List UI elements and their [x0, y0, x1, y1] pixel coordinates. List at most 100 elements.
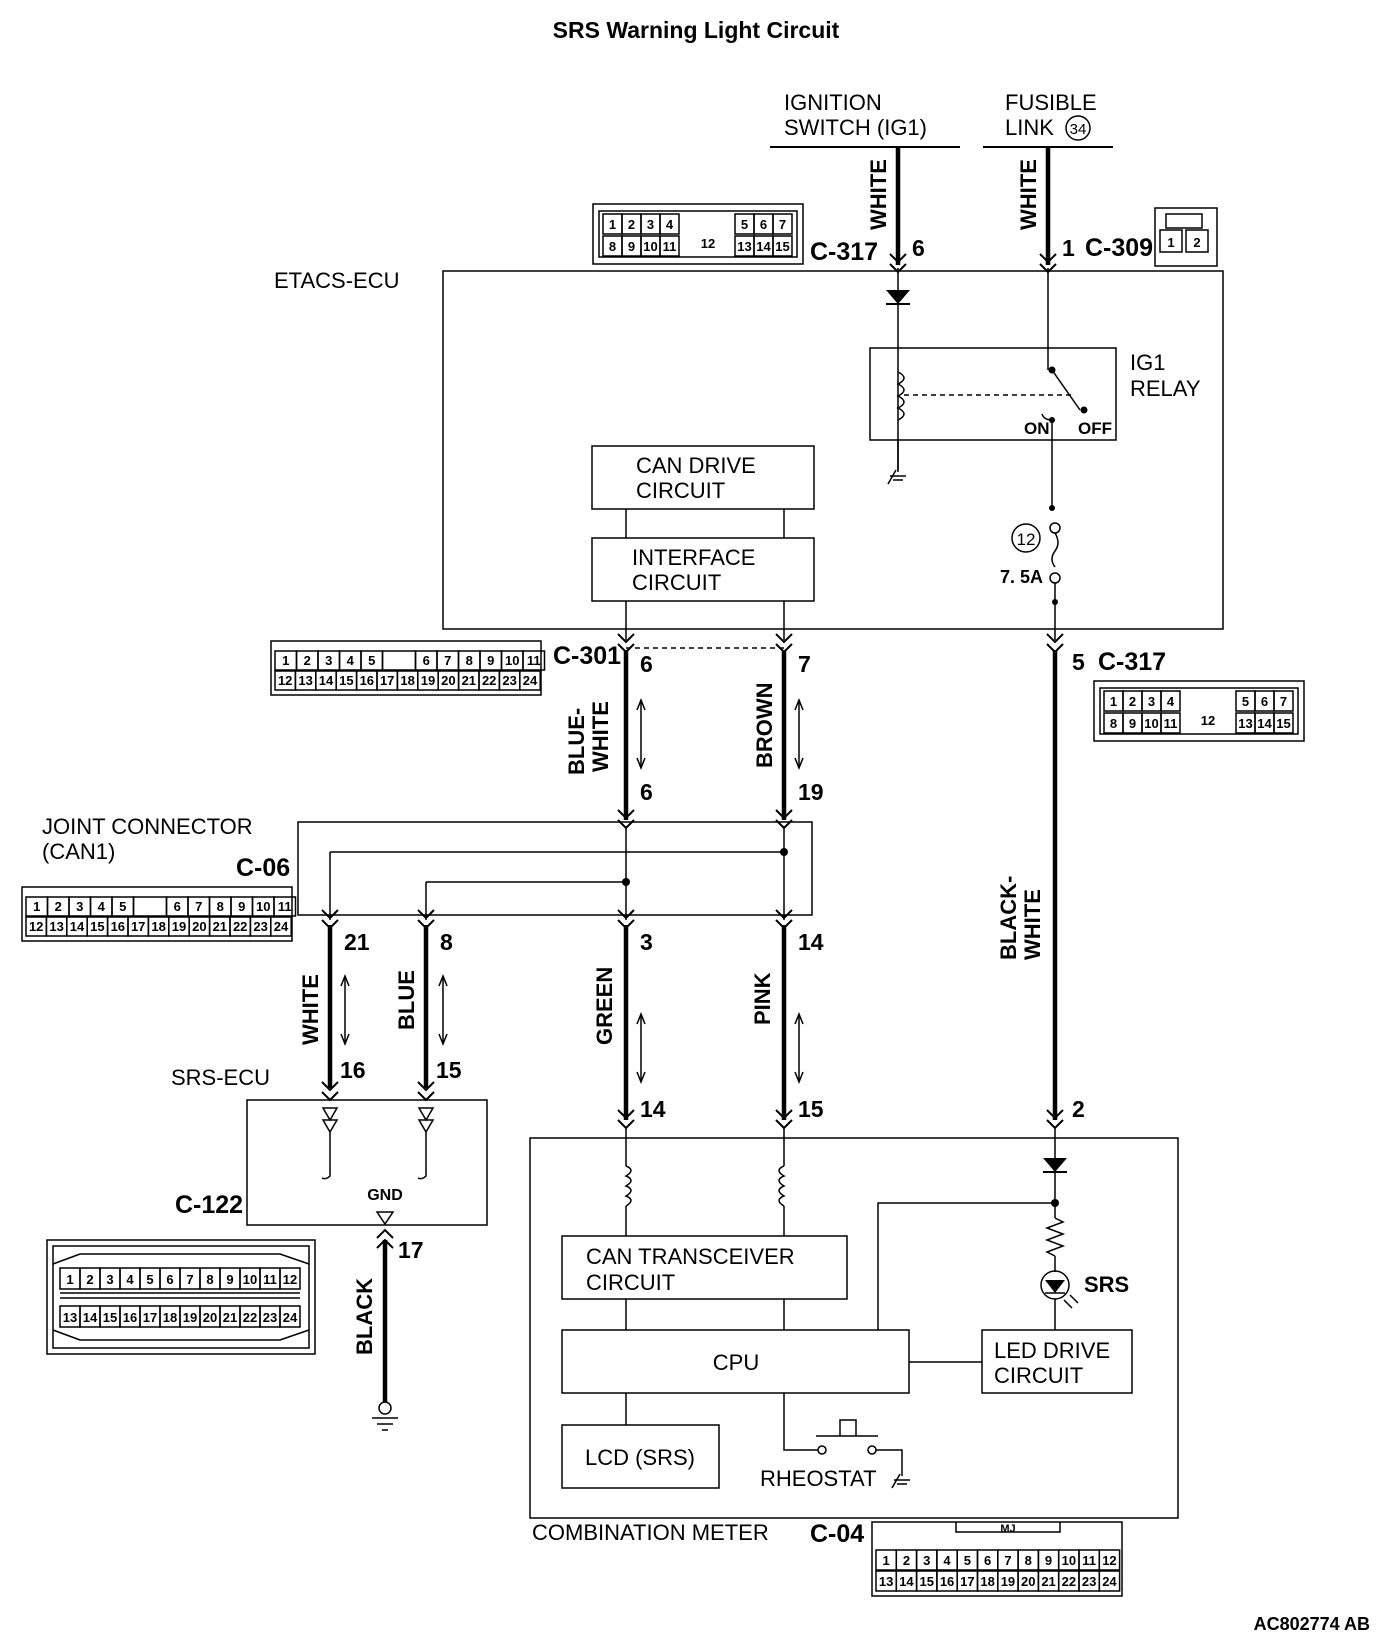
fusible-link-source: FUSIBLE LINK 34 — [983, 90, 1113, 148]
c122-cell-1: 1 — [66, 1272, 73, 1287]
pin-jc-in-a: 6 — [640, 779, 653, 805]
c04-cell-7: 7 — [1004, 1553, 1011, 1568]
c04-cell-16: 16 — [940, 1574, 954, 1589]
lcd-srs-label: LCD (SRS) — [585, 1445, 695, 1470]
fuse-number: 12 — [1017, 530, 1036, 549]
wire-color-green: GREEN — [592, 967, 617, 1045]
c04-cell-2: 2 — [903, 1553, 910, 1568]
c301-cell-6: 6 — [423, 653, 430, 668]
c06-cell-14: 14 — [70, 919, 85, 934]
pin-meter-2: 2 — [1072, 1096, 1085, 1122]
diode-ig — [886, 290, 910, 304]
c06-cell-box — [273, 896, 297, 917]
connector-c317-right-label: C-317 — [1098, 648, 1166, 676]
led-drive-label-1: LED DRIVE — [994, 1338, 1110, 1363]
c122-cell-11: 11 — [263, 1272, 277, 1287]
rheostat-label: RHEOSTAT — [760, 1466, 877, 1491]
diode-meter — [1043, 1158, 1067, 1172]
c122-cell-22: 22 — [243, 1310, 257, 1325]
c301-center-cell — [381, 650, 417, 671]
c06-cell-23: 23 — [253, 919, 267, 934]
ig1-relay-label-1: IG1 — [1130, 350, 1165, 375]
c06-cell-12: 12 — [29, 919, 43, 934]
wire-color-brown: BROWN — [752, 682, 777, 768]
srs-ecu-can-terminals — [321, 1107, 435, 1180]
pin-jc-out-21: 21 — [344, 929, 370, 955]
c301-cell-1: 1 — [282, 653, 289, 668]
c04-cell-12: 12 — [1102, 1553, 1116, 1568]
can-coils — [624, 1128, 786, 1236]
joint-connector-box — [297, 821, 813, 916]
c122-cell-17: 17 — [143, 1310, 157, 1325]
c04-cell-1: 1 — [883, 1553, 890, 1568]
interface-label-1: INTERFACE — [632, 545, 755, 570]
wire-color-black-white-1: BLACK- — [996, 876, 1021, 960]
c04-cell-11: 11 — [1082, 1553, 1096, 1568]
fuse-12: 12 7. 5A — [1000, 505, 1061, 587]
fusible-link-label-2: LINK — [1005, 115, 1054, 140]
c04-cell-14: 14 — [899, 1574, 914, 1589]
c06-cell-22: 22 — [233, 919, 247, 934]
pin-ig-in: 6 — [912, 235, 925, 261]
connector-c317-top-label: C-317 — [810, 238, 878, 266]
c04-cell-21: 21 — [1041, 1574, 1055, 1589]
fusible-link-number-circle — [1065, 115, 1091, 141]
ignition-switch-source: IGNITION SWITCH (IG1) — [770, 90, 960, 148]
can-drive-label-1: CAN DRIVE — [636, 453, 756, 478]
c06-cell-13: 13 — [49, 919, 63, 934]
c301-cell-box — [519, 670, 541, 691]
wire-color-black: BLACK — [352, 1278, 377, 1355]
c06-cell-1: 1 — [33, 899, 40, 914]
c317-top-cell-6: 6 — [760, 217, 767, 232]
c06-cell-11: 11 — [278, 899, 292, 914]
c317-right-cell-6: 6 — [1261, 694, 1268, 709]
etacs-ecu-box — [442, 270, 1224, 630]
relay-coil — [896, 371, 905, 421]
c317-right-cell-box — [1160, 690, 1181, 712]
pin-srs-16: 16 — [340, 1057, 366, 1083]
c317-right-cell-14: 14 — [1257, 716, 1272, 731]
can-drive-label-2: CIRCUIT — [636, 478, 725, 503]
etacs-ecu-label: ETACS-ECU — [274, 268, 400, 293]
c06-cell-18: 18 — [151, 919, 165, 934]
can-transceiver-label-2: CIRCUIT — [586, 1270, 675, 1295]
c317-right-cell-2: 2 — [1129, 694, 1136, 709]
led-drive-circuit: LED DRIVE CIRCUIT — [981, 1329, 1133, 1394]
c04-cell-15: 15 — [920, 1574, 934, 1589]
fusible-link-label-1: FUSIBLE — [1005, 90, 1097, 115]
c06-cell-4: 4 — [98, 899, 106, 914]
c317-top-center-label: 12 — [701, 236, 715, 251]
resistor — [1044, 1217, 1066, 1257]
c122-cell-12: 12 — [283, 1272, 297, 1287]
c301-cell-24: 24 — [523, 673, 538, 688]
figure-id: AC802774 AB — [1254, 1614, 1370, 1634]
c317-right-cell-3: 3 — [1148, 694, 1155, 709]
connector-c04-label: C-04 — [810, 1520, 864, 1548]
joint-connector-label-1: JOINT CONNECTOR — [42, 814, 253, 839]
c06-cell-21: 21 — [213, 919, 227, 934]
c301-cell-4: 4 — [347, 653, 355, 668]
c301-cell-7: 7 — [444, 653, 451, 668]
srs-led-icon — [1040, 1270, 1079, 1309]
c04-cell-3: 3 — [923, 1553, 930, 1568]
relay-on-label: ON — [1024, 419, 1050, 438]
c317-top-cell-9: 9 — [628, 239, 635, 254]
pin-meter-15: 15 — [798, 1096, 824, 1122]
c317-top-cell-box — [772, 213, 793, 235]
c301-cell-9: 9 — [487, 653, 494, 668]
c122-cell-9: 9 — [226, 1272, 233, 1287]
c317-right-cell-11: 11 — [1164, 716, 1178, 731]
c309-cell-2: 2 — [1193, 235, 1200, 250]
c317-top-cell-11: 11 — [663, 239, 677, 254]
c301-cell-12: 12 — [278, 673, 292, 688]
c122-cell-16: 16 — [123, 1310, 137, 1325]
c301-cell-8: 8 — [466, 653, 473, 668]
c04-cell-18: 18 — [980, 1574, 994, 1589]
wire-color-white-ig: WHITE — [866, 159, 891, 230]
c122-cell-21: 21 — [223, 1310, 237, 1325]
c317-top-cell-8: 8 — [609, 239, 616, 254]
pin-jc-out-8: 8 — [440, 929, 453, 955]
pin-fl-in: 1 — [1062, 235, 1075, 261]
